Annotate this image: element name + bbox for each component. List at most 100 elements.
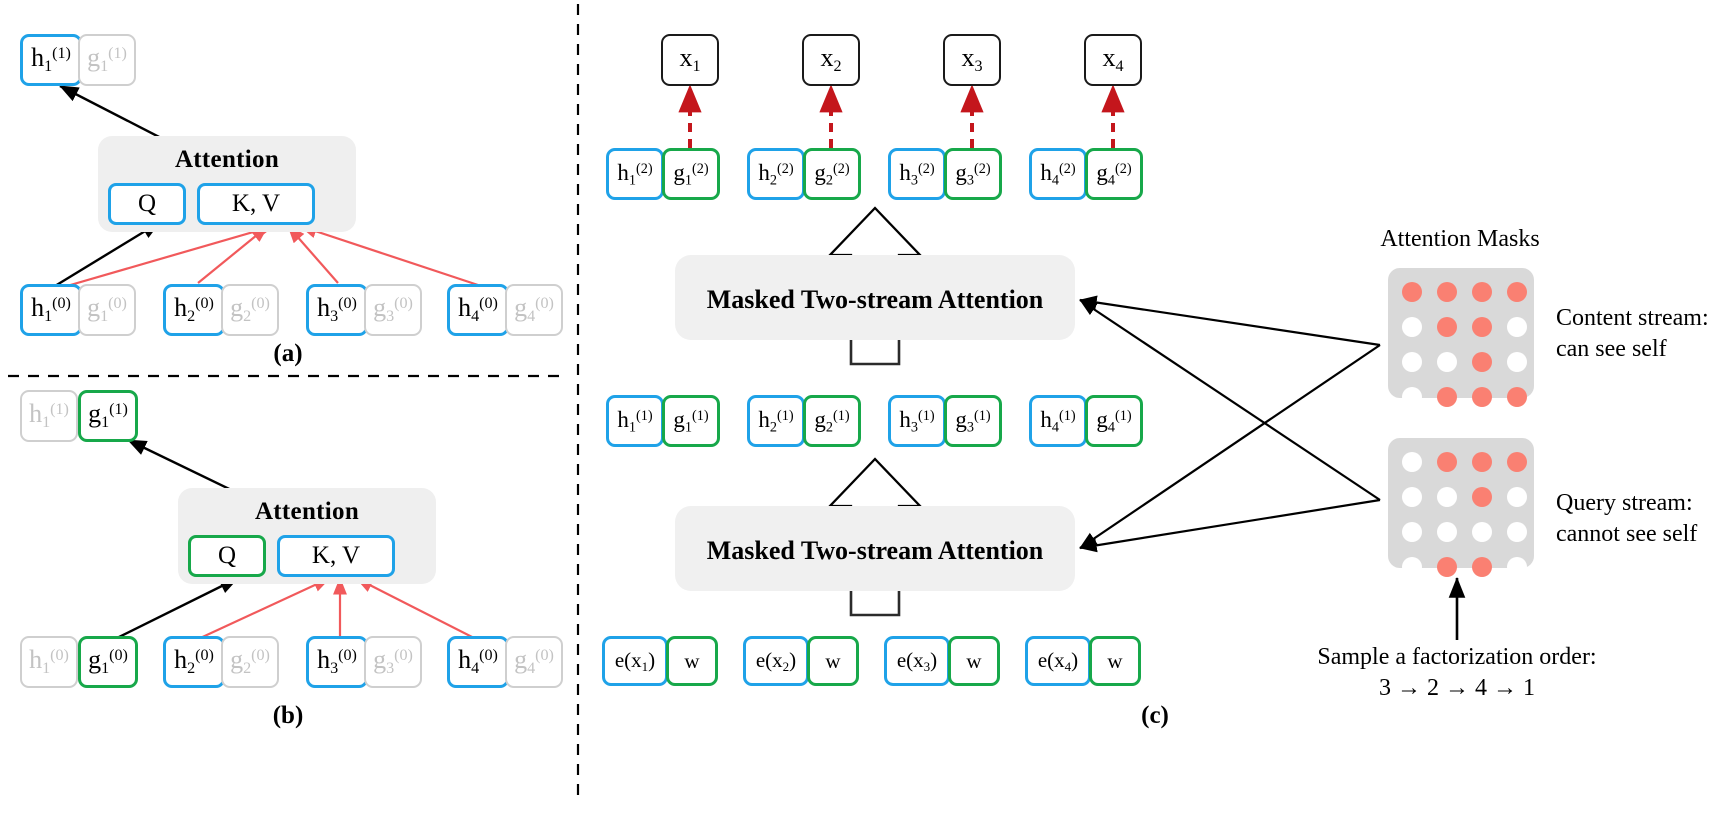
masked-two-stream-attention-lower[interactable] (675, 506, 1075, 591)
target-x2[interactable]: x2 (802, 34, 860, 86)
attention-panel-b-title: Attention (254, 498, 360, 525)
node-g4-layer1-c[interactable]: g4(1) (1085, 395, 1143, 447)
embedding-w-1[interactable]: w (666, 636, 718, 686)
node-h2-layer1-c[interactable]: h2(1) (747, 395, 805, 447)
query-mask-cell-r2c2 (1437, 487, 1457, 507)
node-label: h2(1) (758, 406, 794, 435)
factorization-order-line1: Sample a factorization order: (1317, 644, 1597, 670)
node-label: h4(1) (1040, 406, 1076, 435)
query-mask-cell-r3c3 (1472, 522, 1492, 542)
content-mask-cell-r2c2 (1437, 317, 1457, 337)
embedding-w-2[interactable]: w (807, 636, 859, 686)
content-mask-cell-r3c1 (1402, 352, 1422, 372)
node-label: g4(0) (514, 645, 554, 677)
node-h1-layer1-c[interactable]: h1(1) (606, 395, 664, 447)
query-stream-mask[interactable] (1388, 438, 1534, 577)
content-mask-cell-r4c4 (1507, 387, 1527, 407)
node-label: x1 (679, 43, 701, 75)
node-h4-layer1-c[interactable]: h4(1) (1029, 395, 1087, 447)
node-g2-layer1-c[interactable]: g2(1) (803, 395, 861, 447)
node-h3-layer0-b[interactable]: h3(0) (306, 636, 368, 688)
node-g3-layer0-a[interactable]: g3(0) (364, 284, 422, 336)
node-label: h3(2) (899, 159, 935, 188)
arrow-b-g1-to-q (112, 576, 239, 642)
node-label: e(x4) (1037, 647, 1079, 674)
node-h1-layer1-b[interactable]: h1(1) (20, 390, 78, 442)
node-g1-layer0-a[interactable]: g1(0) (78, 284, 136, 336)
node-g1-layer2-c[interactable]: g1(2) (662, 148, 720, 200)
masked-two-stream-attention-upper-label: Masked Two-stream Attention (706, 285, 1044, 314)
node-g3-layer1-c[interactable]: g3(1) (944, 395, 1002, 447)
node-label: g3(0) (373, 645, 413, 677)
node-h4-layer0-a[interactable]: h4(0) (447, 284, 509, 336)
node-h1-layer0-b[interactable]: h1(0) (20, 636, 78, 688)
embedding-w-4[interactable]: w (1089, 636, 1141, 686)
embedding-e-x4[interactable]: e(x4) (1025, 636, 1091, 686)
node-h1-layer2-c[interactable]: h1(2) (606, 148, 664, 200)
embedding-w-3[interactable]: w (948, 636, 1000, 686)
embedding-e-x2[interactable]: e(x2) (743, 636, 809, 686)
node-h3-layer2-c[interactable]: h3(2) (888, 148, 946, 200)
query-mask-cell-r4c3 (1472, 557, 1492, 577)
target-x1[interactable]: x1 (661, 34, 719, 86)
masked-two-stream-attention-lower-label: Masked Two-stream Attention (706, 536, 1044, 565)
target-x4[interactable]: x4 (1084, 34, 1142, 86)
node-label: w (1107, 648, 1123, 673)
content-mask-cell-r2c3 (1472, 317, 1492, 337)
embedding-e-x3[interactable]: e(x3) (884, 636, 950, 686)
node-label: h1(2) (617, 159, 653, 188)
embedding-e-x1[interactable]: e(x1) (602, 636, 668, 686)
node-g3-layer2-c[interactable]: g3(2) (944, 148, 1002, 200)
target-x3[interactable]: x3 (943, 34, 1001, 86)
node-label: x3 (961, 43, 983, 75)
node-h3-layer0-a[interactable]: h3(0) (306, 284, 368, 336)
node-g4-layer0-a[interactable]: g4(0) (505, 284, 563, 336)
content-mask-cell-r1c2 (1437, 282, 1457, 302)
content-stream-mask[interactable] (1388, 268, 1534, 407)
q-box-b[interactable]: Q (188, 535, 266, 577)
query-mask-cell-r4c2 (1437, 557, 1457, 577)
factorization-order-line2: 3 → 2 → 4 → 1 (1379, 675, 1535, 702)
arrow-a-h3-to-kv (287, 225, 339, 284)
node-g1-layer0-b[interactable]: g1(0) (78, 636, 138, 688)
node-label: g2(2) (814, 159, 850, 188)
kv-box-b[interactable]: K, V (277, 535, 395, 577)
node-label: h1(1) (617, 406, 653, 435)
masked-two-stream-attention-upper[interactable] (675, 255, 1075, 340)
node-h2-layer0-a[interactable]: h2(0) (163, 284, 225, 336)
query-mask-cell-r3c2 (1437, 522, 1457, 542)
node-label: g1(1) (88, 399, 128, 431)
node-h2-layer0-b[interactable]: h2(0) (163, 636, 225, 688)
node-h1-layer1-a[interactable]: h1(1) (20, 34, 82, 86)
node-label: w (684, 648, 700, 673)
node-label: x2 (820, 43, 842, 75)
node-g1-layer1-c[interactable]: g1(1) (662, 395, 720, 447)
arrow-a-h1-to-kv (59, 223, 275, 290)
node-g4-layer2-c[interactable]: g4(2) (1085, 148, 1143, 200)
node-g2-layer0-b[interactable]: g2(0) (221, 636, 279, 688)
q-box-a[interactable]: Q (108, 183, 186, 225)
node-g1-layer1-a[interactable]: g1(1) (78, 34, 136, 86)
node-g2-layer0-a[interactable]: g2(0) (221, 284, 279, 336)
node-label: g2(0) (230, 293, 270, 325)
node-h4-layer2-c[interactable]: h4(2) (1029, 148, 1087, 200)
attention-masks-title: Attention Masks (1380, 226, 1540, 252)
query-mask-cell-r1c3 (1472, 452, 1492, 472)
node-h4-layer0-b[interactable]: h4(0) (447, 636, 509, 688)
node-g3-layer0-b[interactable]: g3(0) (364, 636, 422, 688)
node-g2-layer2-c[interactable]: g2(2) (803, 148, 861, 200)
content-mask-cell-r4c3 (1472, 387, 1492, 407)
node-h1-layer0-a[interactable]: h1(0) (20, 284, 82, 336)
query-mask-cell-r4c1 (1402, 557, 1422, 577)
node-label: h4(2) (1040, 159, 1076, 188)
node-label: g3(1) (955, 406, 991, 435)
node-g1-layer1-b[interactable]: g1(1) (78, 390, 138, 442)
node-h3-layer1-c[interactable]: h3(1) (888, 395, 946, 447)
query-stream-mask-label-line2: cannot see self (1556, 520, 1698, 547)
node-h2-layer2-c[interactable]: h2(2) (747, 148, 805, 200)
kv-box-a[interactable]: K, V (197, 183, 315, 225)
content-mask-cell-r3c3 (1472, 352, 1492, 372)
query-mask-cell-r3c1 (1402, 522, 1422, 542)
node-g4-layer0-b[interactable]: g4(0) (505, 636, 563, 688)
